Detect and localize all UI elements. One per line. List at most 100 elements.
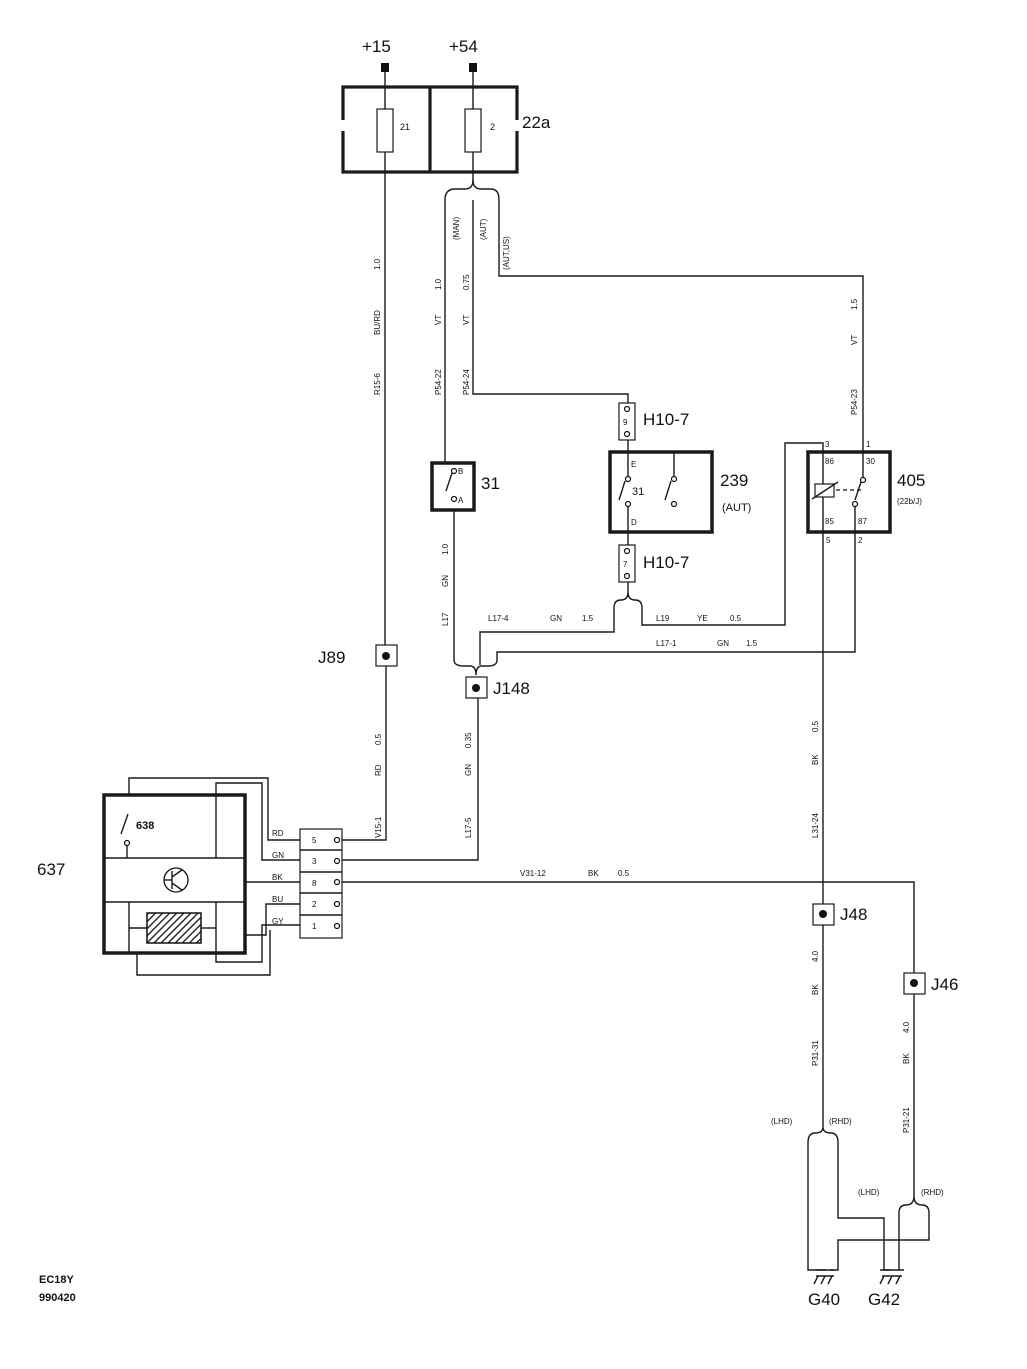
ground-g42-icon (879, 1269, 904, 1285)
joint-j48-label: J48 (840, 905, 867, 924)
wire-l17-upper-color: GN (441, 575, 450, 587)
branch-aut-label: (AUT) (479, 218, 488, 240)
switch-31-pin-a: A (458, 496, 464, 505)
fusebox-22a: 21 2 (341, 85, 519, 174)
wire-l19-color: YE (697, 614, 708, 623)
relay-405-pin2: 2 (858, 536, 863, 545)
joint-j148-label: J148 (493, 679, 530, 698)
footer-code: EC18Y (39, 1274, 75, 1286)
wire-l19-size: 0.5 (730, 614, 742, 623)
wire-l17-4-id: L17-4 (488, 614, 509, 623)
wire-p54-23-id: P54-23 (850, 389, 859, 415)
module-239-pin-d: D (631, 518, 637, 527)
wire-p31-31-id: P31-31 (811, 1040, 820, 1066)
branch-man-label: (MAN) (452, 217, 461, 240)
wire-r15-6-size: 1.0 (373, 258, 382, 270)
wire-637-gy: GY (272, 917, 284, 926)
branch-aut-us-label: (AUT,US) (502, 236, 511, 270)
wire-l19-id: L19 (656, 614, 670, 623)
wire-v15-1-size: 0.5 (374, 733, 383, 745)
connector-h10-7-pin9: 9 (618, 402, 636, 441)
branch-brace (444, 179, 500, 201)
relay-405-p86: 86 (825, 457, 834, 466)
h10-7-brace (613, 591, 643, 609)
ground-brace-left (807, 1126, 839, 1144)
terminal-plus54 (469, 63, 477, 72)
wire-l17-1-size: 1.5 (746, 639, 758, 648)
fuse-2 (464, 108, 482, 153)
wire-v31-12 (342, 881, 915, 973)
relay-405-label: 405 (897, 471, 925, 490)
wire-v31-12-size: 0.5 (618, 869, 630, 878)
module-638-label: 638 (136, 820, 154, 832)
connector-637-pin-1: 1 (312, 922, 317, 931)
ground-left-rhd: (RHD) (829, 1117, 852, 1126)
wire-p54-23-color: VT (850, 335, 859, 345)
terminal-plus54-label: +54 (449, 37, 478, 56)
wire-637-bu: BU (272, 895, 283, 904)
wire-v31-12-color: BK (588, 869, 599, 878)
fuse-21 (376, 108, 394, 153)
wire-p31-31-size: 4.0 (811, 950, 820, 962)
switch-31-label: 31 (481, 474, 500, 493)
connector-h10-7-pin7: 7 (618, 544, 636, 583)
terminal-plus15 (381, 63, 389, 72)
joint-j89-label: J89 (318, 648, 345, 667)
fuse-21-label: 21 (400, 122, 410, 132)
ground-g40-icon (813, 1269, 834, 1285)
wire-g40-lhd (807, 1143, 826, 1271)
j148-brace (453, 659, 498, 676)
wire-l17-5-color: GN (464, 764, 473, 776)
connector-637-pin-8: 8 (312, 879, 317, 888)
wire-p54-23-size: 1.5 (850, 298, 859, 310)
ground-g40-label: G40 (808, 1290, 840, 1309)
ground-brace-right (898, 1195, 930, 1214)
relay-405-p85: 85 (825, 517, 834, 526)
wire-l17-5-size: 0.35 (464, 732, 473, 748)
relay-405-pin5: 5 (826, 536, 831, 545)
connector-637: 5 3 8 2 1 (299, 828, 343, 939)
wire-p31-21-color: BK (902, 1053, 911, 1064)
wire-l17-4-color: GN (550, 614, 562, 623)
wire-l31-24-id: L31-24 (811, 813, 820, 838)
relay-405: 86 30 85 87 (806, 450, 892, 534)
wire-p31-21-id: P31-21 (902, 1107, 911, 1133)
module-637: 638 (102, 777, 300, 976)
connector-637-pin-3: 3 (312, 857, 317, 866)
relay-405-p30: 30 (866, 457, 875, 466)
connector-637-pin-2: 2 (312, 900, 317, 909)
wire-p54-22-size: 1.0 (434, 278, 443, 290)
wire-l17-upper-id: L17 (441, 612, 450, 626)
ground-g42-label: G42 (868, 1290, 900, 1309)
terminal-plus15-label: +15 (362, 37, 391, 56)
wire-l19 (641, 442, 824, 626)
fusebox-label: 22a (522, 113, 551, 132)
switch-31: B A (430, 461, 476, 512)
wire-l17-1-id: L17-1 (656, 639, 677, 648)
module-239-inner: 31 (632, 486, 644, 498)
wire-g40-rhd (830, 1213, 930, 1271)
wire-p54-24-size: 0.75 (462, 274, 471, 290)
joint-j46-label: J46 (931, 975, 958, 994)
wire-v15-1-id: V15-1 (374, 816, 383, 838)
wire-637-gn: GN (272, 851, 284, 860)
wire-p54-24-id: P54-24 (462, 369, 471, 395)
wire-r15-6-color: BU/RD (373, 310, 382, 335)
switch-31-pin-b: B (458, 467, 463, 476)
wire-p31-31-color: BK (811, 984, 820, 995)
wire-l17-4-size: 1.5 (582, 614, 594, 623)
wire-v15-1-color: RD (374, 764, 383, 776)
heater-element-icon (146, 912, 202, 944)
ground-right-rhd: (RHD) (921, 1188, 944, 1197)
relay-405-pin1: 1 (866, 440, 871, 449)
connector-h10-7-pin7-num: 7 (623, 560, 628, 569)
wire-637-rd: RD (272, 829, 284, 838)
connector-h10-7-label-bottom: H10-7 (643, 553, 689, 572)
connector-637-pin-5: 5 (312, 836, 317, 845)
wire-p54-22-color: VT (434, 315, 443, 325)
connector-h10-7-label-top: H10-7 (643, 410, 689, 429)
wire-v15-1 (342, 666, 387, 841)
wire-v31-12-id: V31-12 (520, 869, 546, 878)
wire-l17-1 (496, 532, 856, 660)
